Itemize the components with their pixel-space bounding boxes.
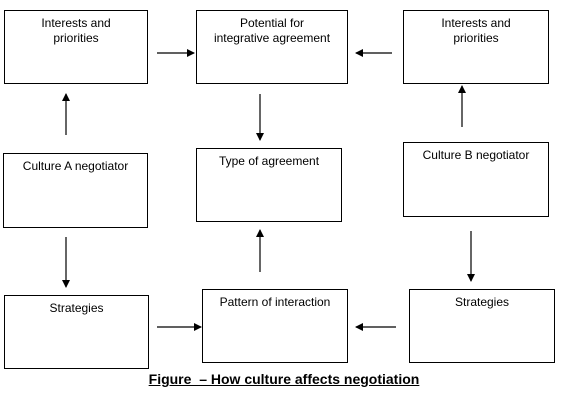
culture-a-label: Culture A negotiator bbox=[22, 159, 129, 173]
agreement-type-box: Type of agreement bbox=[196, 148, 342, 222]
strategies-a-box: Strategies bbox=[4, 295, 149, 369]
potential-box: Potential for integrative agreement bbox=[196, 10, 348, 84]
agreement-type-label: Type of agreement bbox=[218, 154, 320, 168]
figure-caption: Figure – How culture affects negotiation bbox=[148, 371, 420, 387]
potential-label: Potential for integrative agreement bbox=[213, 16, 331, 45]
culture-a-box: Culture A negotiator bbox=[3, 153, 148, 228]
strategies-a-label: Strategies bbox=[49, 301, 104, 315]
interaction-label: Pattern of interaction bbox=[219, 295, 331, 309]
interests-a-label: Interests and priorities bbox=[41, 16, 111, 45]
interests-a-box: Interests and priorities bbox=[4, 10, 148, 84]
strategies-b-label: Strategies bbox=[454, 295, 510, 309]
interests-b-box: Interests and priorities bbox=[403, 10, 549, 84]
strategies-b-box: Strategies bbox=[409, 289, 555, 363]
culture-b-box: Culture B negotiator bbox=[403, 142, 549, 217]
culture-b-label: Culture B negotiator bbox=[422, 148, 530, 162]
interests-b-label: Interests and priorities bbox=[441, 16, 511, 45]
interaction-box: Pattern of interaction bbox=[202, 289, 348, 363]
